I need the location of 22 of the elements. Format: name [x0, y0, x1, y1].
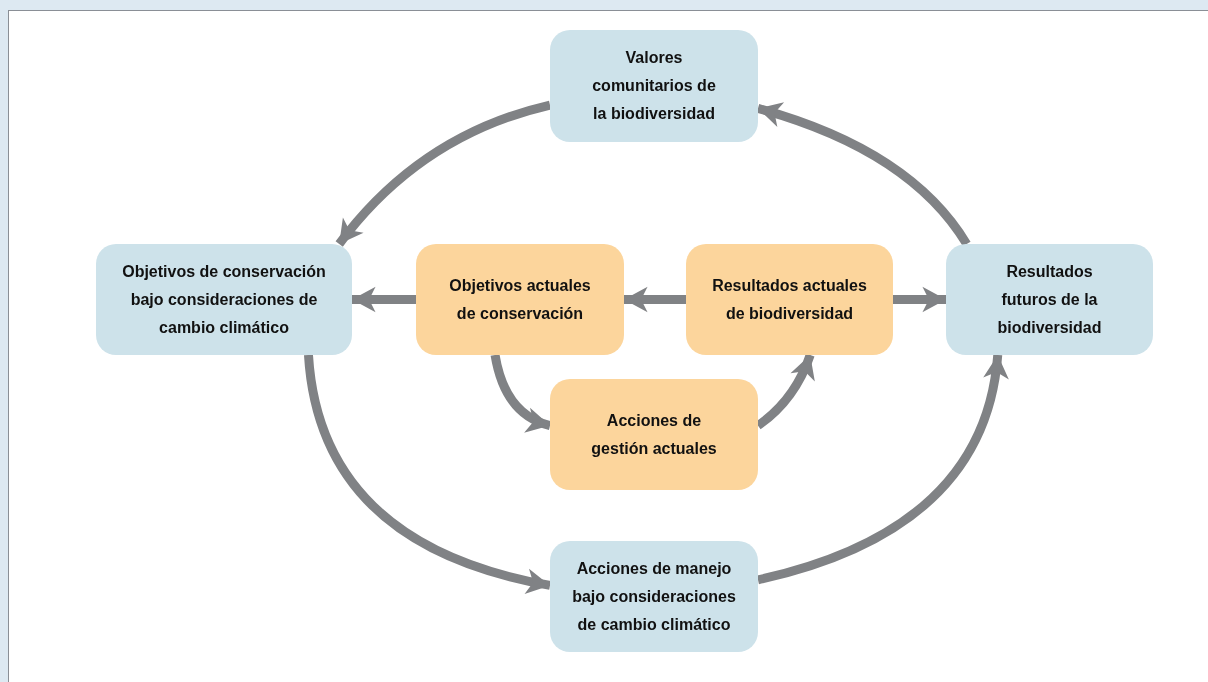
process-box	[946, 244, 1153, 355]
arrow	[352, 286, 416, 313]
box-label: Resultados futuros de la biodiversidad	[996, 261, 1103, 338]
arrow	[756, 102, 971, 247]
arrow	[304, 354, 551, 594]
process-box	[96, 244, 352, 355]
arrow	[490, 354, 552, 432]
arrow	[335, 100, 552, 247]
box-label: Acciones de manejo bajo consideraciones de cambio climático	[571, 558, 737, 635]
process-box	[416, 244, 624, 355]
process-box	[550, 30, 758, 142]
box-label: Valores comunitarios de la biodiversidad	[591, 48, 717, 124]
process-box	[550, 379, 758, 490]
box-label: Objetivos actuales de conservación	[448, 275, 592, 324]
arrow	[624, 286, 686, 313]
arrow	[893, 286, 946, 313]
box-label: Objetivos de conservación bajo consideraciones de cambio climático	[121, 261, 327, 338]
box-label: Acciones de gestión actuales	[590, 410, 718, 459]
process-box	[550, 541, 758, 652]
box-label: Resultados actuales de biodiversidad	[711, 275, 868, 324]
process-box	[686, 244, 893, 355]
arrow	[756, 354, 1008, 585]
